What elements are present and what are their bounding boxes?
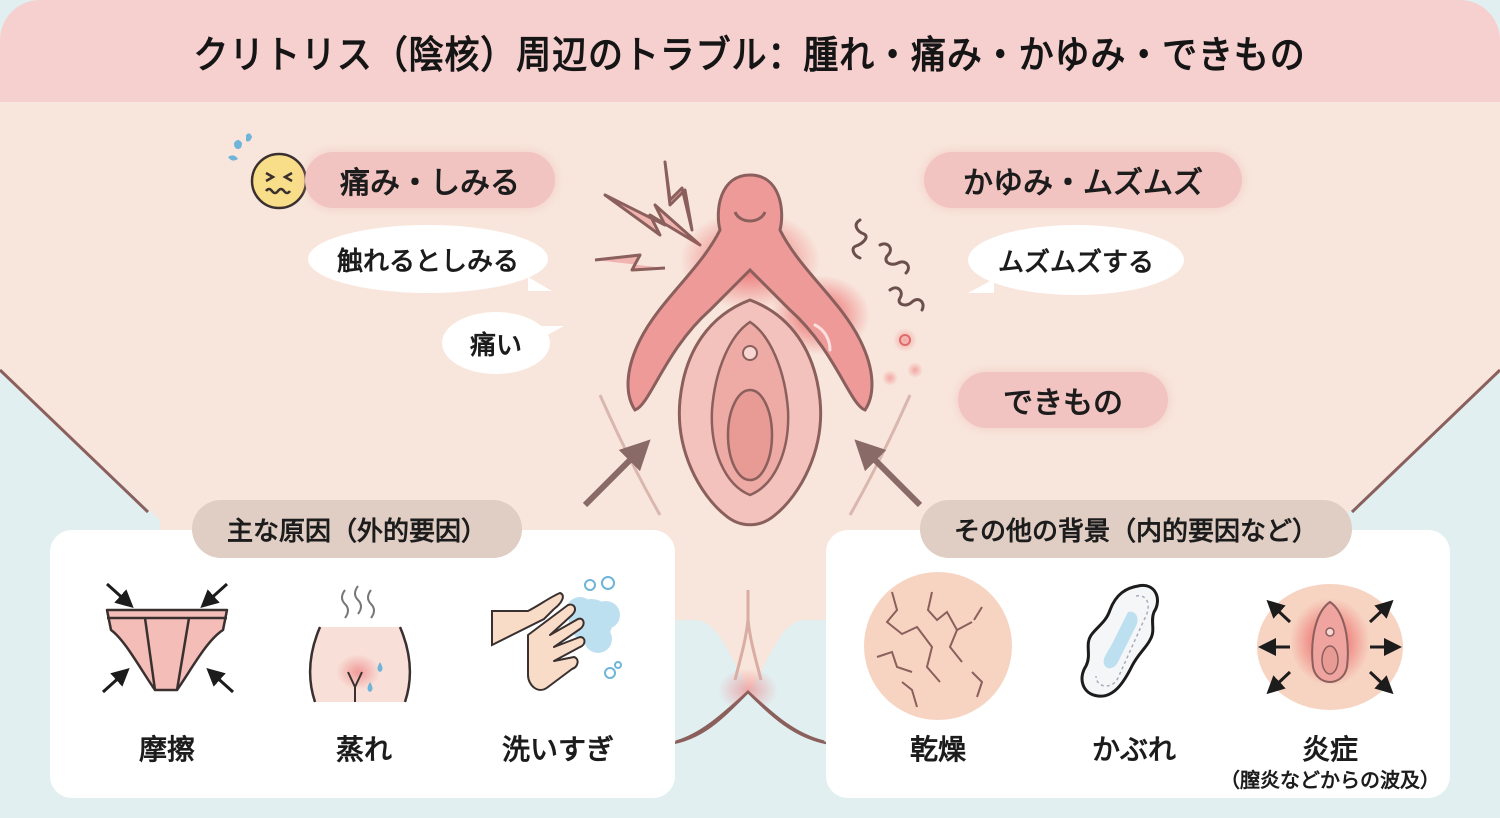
humidity-steam-icon — [308, 585, 412, 703]
bubble-text: ムズムズする — [997, 247, 1154, 278]
speech-bubble-itchy: ムズムズする — [968, 225, 1184, 295]
bubble-tail — [542, 326, 564, 338]
cause-label-friction: 摩擦 — [138, 733, 195, 766]
dry-cracked-skin-icon — [864, 572, 1012, 720]
external-causes-header: 主な原因（外的要因） — [192, 500, 522, 558]
page-title: クリトリス（陰核）周辺のトラブル：腫れ・痛み・かゆみ・できもの — [193, 32, 1307, 77]
cause-label-dryness: 乾燥 — [909, 733, 966, 766]
cause-label-rash: かぶれ — [1091, 733, 1176, 766]
inflammation-spread-icon — [1257, 584, 1403, 710]
anatomy-illustration — [582, 160, 925, 527]
cause-sub-inflammation: （膣炎などからの波及） — [1220, 768, 1440, 792]
symptom-pain-label: 痛み・しみる — [305, 152, 555, 208]
title-banner: クリトリス（陰核）周辺のトラブル：腫れ・痛み・かゆみ・できもの — [0, 0, 1500, 102]
symptom-itch-label: かゆみ・ムズムズ — [924, 152, 1242, 208]
bubble-text: 痛い — [469, 330, 522, 361]
cause-label-humidity: 蒸れ — [335, 733, 392, 766]
symptom-bump-label: できもの — [958, 372, 1168, 428]
hand-washing-soap-icon — [491, 576, 622, 691]
bubble-tail — [528, 277, 552, 291]
cause-label-overwashing: 洗いすぎ — [501, 733, 614, 766]
underwear-friction-icon — [101, 582, 235, 694]
bubble-tail — [968, 279, 994, 293]
internal-causes-header: その他の背景（内的要因など） — [920, 500, 1352, 558]
sanitary-pad-icon — [1080, 583, 1159, 698]
cause-label-inflammation: 炎症 — [1301, 733, 1358, 766]
itch-squiggle-icon — [851, 218, 925, 312]
bubble-text: 触れるとしみる — [336, 246, 519, 277]
bump-icon — [882, 328, 923, 386]
speech-bubble-hurts: 痛い — [442, 312, 564, 374]
wincing-face-icon — [228, 133, 308, 210]
speech-bubble-stinging: 触れるとしみる — [308, 225, 552, 293]
